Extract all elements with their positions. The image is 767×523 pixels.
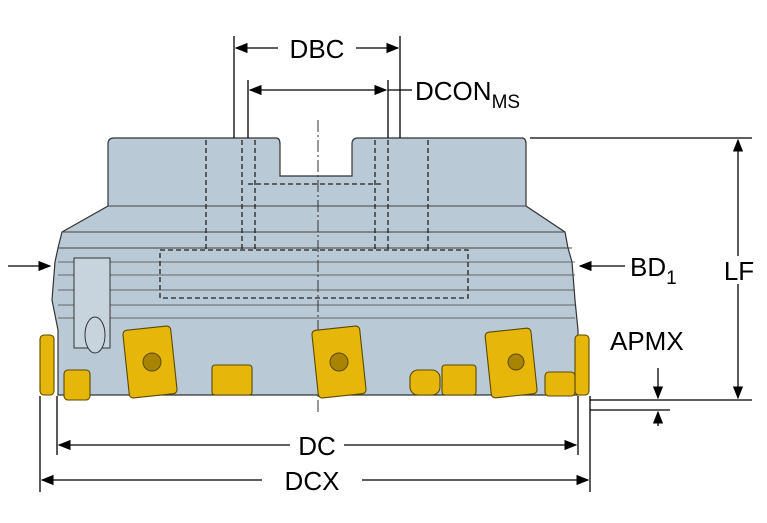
- dimension-dcx: DCX: [39, 396, 591, 496]
- dimension-dbc: DBC: [233, 34, 401, 138]
- label-dc: DC: [298, 431, 336, 461]
- dimension-dcon: DCONMS: [247, 76, 520, 138]
- dimension-bd1: BD1: [8, 252, 677, 289]
- label-dcx: DCX: [285, 466, 340, 496]
- dimension-lf: LF: [530, 137, 754, 401]
- label-apmx: APMX: [610, 326, 684, 356]
- label-dbc: DBC: [290, 34, 345, 64]
- label-lf: LF: [724, 256, 754, 286]
- label-dcon: DCONMS: [415, 76, 520, 113]
- cutting-inserts: [39, 325, 590, 401]
- dimension-apmx: APMX: [590, 326, 684, 426]
- dimension-dc: DC: [56, 396, 579, 461]
- label-bd1: BD1: [630, 252, 677, 289]
- cutter-body: [51, 120, 579, 415]
